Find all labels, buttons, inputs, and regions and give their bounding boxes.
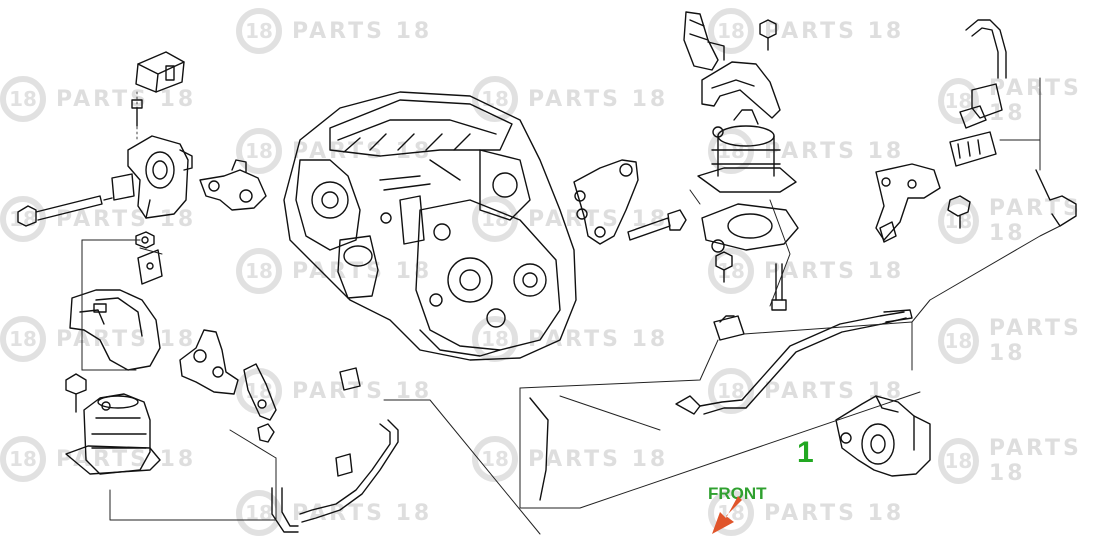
parts18-logo-icon: 18 (708, 248, 754, 294)
flange-bolt (947, 195, 971, 229)
watermark-text: PARTS 18 (292, 18, 433, 44)
engine-mount-bolt (65, 373, 87, 413)
parts18-logo-icon: 18 (708, 8, 754, 54)
mount-heat-shield (683, 11, 725, 71)
stay-bracket (137, 249, 163, 285)
watermark-text: PARTS 18 (56, 446, 197, 472)
parts18-logo-icon: 18 (708, 368, 754, 414)
parts18-logo-icon: 18 (236, 128, 282, 174)
leader-lines (81, 77, 1061, 535)
front-mount-bracket (701, 61, 781, 119)
watermark-text: PARTS 18 (764, 18, 905, 44)
watermark: 18 PARTS 18 (0, 316, 196, 362)
watermark-text: PARTS 18 (292, 500, 433, 526)
mount-bracket-lower (179, 329, 239, 395)
watermark: 18 PARTS 18 (236, 8, 432, 54)
watermark-text: PARTS 18 (292, 258, 433, 284)
watermark-text: PARTS 18 (764, 500, 905, 526)
watermark-text: PARTS 18 (528, 86, 669, 112)
front-label: FRONT (708, 484, 767, 503)
parts18-logo-icon: 18 (0, 76, 46, 122)
watermark-text: PARTS 18 (528, 326, 669, 352)
watermark-text: PARTS 18 (56, 86, 197, 112)
parts18-logo-icon: 18 (236, 490, 282, 536)
nut (135, 231, 155, 249)
parts18-logo-icon: 18 (938, 318, 979, 364)
side-mount-bracket (127, 135, 193, 219)
transmission-mount-part-1 (835, 395, 931, 477)
flange-nut (759, 19, 777, 51)
engine-mount (65, 393, 161, 475)
parts18-logo-icon: 18 (236, 248, 282, 294)
bolt (131, 91, 143, 141)
bracket-bolt (627, 209, 687, 241)
watermark: 18 PARTS 18 (236, 490, 432, 536)
watermark-text: PARTS 18 (292, 378, 433, 404)
front-engine-mount (697, 109, 797, 193)
watermark: 18 PARTS 18 (236, 248, 432, 294)
stud-bolt (771, 263, 787, 311)
watermark: 18 PARTS 18 (708, 128, 904, 174)
breather-hose (271, 419, 399, 533)
long-bolt (17, 173, 135, 227)
connector-block (949, 131, 997, 167)
mount-base-plate (701, 203, 799, 283)
watermark-text: PARTS 18 (988, 76, 1082, 126)
watermark: 18 PARTS 18 (708, 8, 904, 54)
solenoid-bracket (875, 163, 941, 243)
vacuum-solenoid (959, 83, 1003, 129)
parts18-logo-icon: 18 (236, 8, 282, 54)
parts18-logo-icon: 18 (938, 198, 979, 244)
parts18-logo-icon: 18 (938, 438, 979, 484)
parts18-logo-icon: 18 (0, 316, 46, 362)
engine-assembly (283, 91, 577, 361)
watermark-text: PARTS 18 (988, 316, 1082, 366)
hose-clamp (335, 367, 361, 477)
watermark: 18 PARTS 18 (0, 436, 196, 482)
upper-stopper (135, 51, 185, 93)
watermark-text: PARTS 18 (764, 138, 905, 164)
parts18-logo-icon: 18 (708, 128, 754, 174)
callout-number: 1 (797, 436, 814, 469)
parts18-logo-icon: 18 (472, 196, 518, 242)
watermark: 18 PARTS 18 (0, 76, 196, 122)
watermark-text: PARTS 18 (988, 436, 1082, 486)
watermark-text: PARTS 18 (56, 326, 197, 352)
damper-bracket (243, 363, 277, 443)
torque-rod-bracket (573, 159, 639, 245)
mount-bracket (199, 159, 267, 211)
parts18-logo-icon: 18 (0, 436, 46, 482)
watermark-text: PARTS 18 (56, 206, 197, 232)
watermark-text: PARTS 18 (988, 196, 1082, 246)
watermark-text: PARTS 18 (528, 446, 669, 472)
transmission-mount-rubber (69, 289, 161, 371)
